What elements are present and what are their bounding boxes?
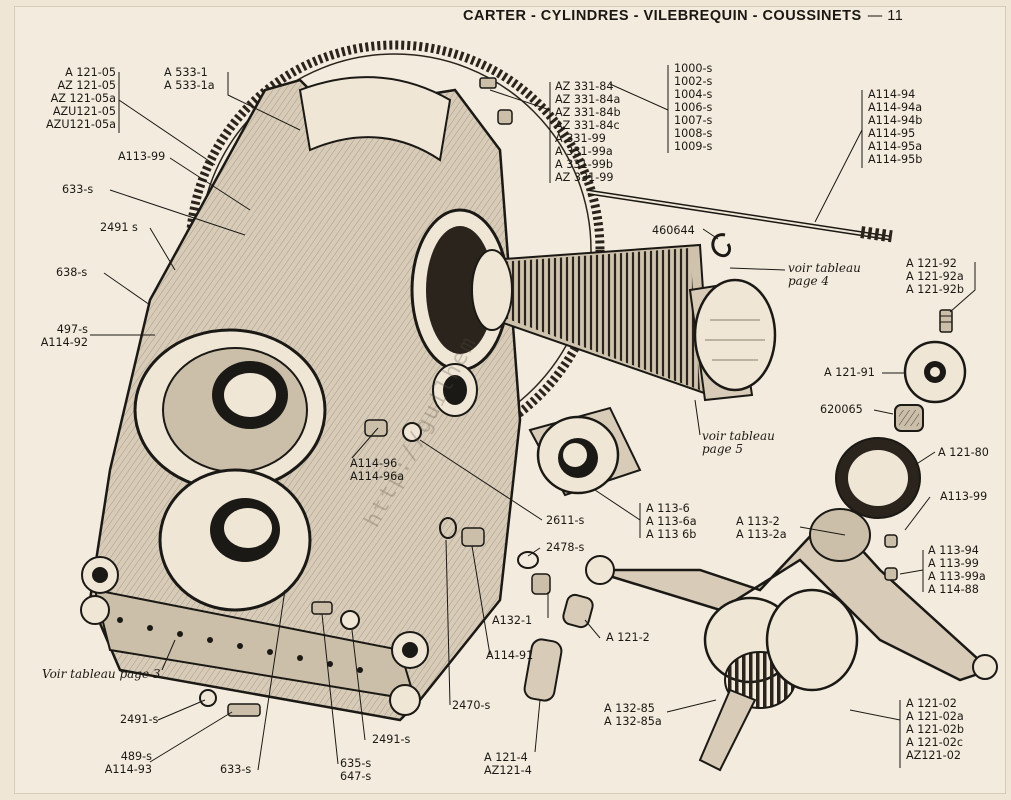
- oil-seal-a121-80: [835, 437, 921, 519]
- bearing-housing-lower: [158, 468, 312, 612]
- label-a121-80: A 121-80: [938, 446, 989, 459]
- page-number: — 11: [867, 8, 904, 24]
- label-460644: 460644: [652, 224, 695, 237]
- label-a121-2: A 121-2: [606, 631, 650, 644]
- label-2478: 2478-s: [546, 541, 585, 554]
- small-parts: [199, 77, 898, 717]
- page-header: CARTER - CYLINDRES - VILEBREQUIN - COUSS…: [463, 8, 903, 24]
- crankshaft: [585, 508, 998, 772]
- cylinder-port-ring: [410, 208, 510, 417]
- label-a113-99-top: A113-99: [118, 150, 166, 163]
- label-633-top: 633-s: [62, 183, 94, 196]
- label-620065: 620065: [820, 403, 863, 416]
- crankcase-bolt-row: [117, 617, 363, 673]
- circlip-460644: [711, 233, 732, 258]
- screw-a121-92: [939, 309, 953, 333]
- leader-lines: [90, 65, 976, 771]
- label-a132-1: A132-1: [492, 614, 533, 627]
- label-2611: 2611-s: [546, 514, 585, 527]
- cylinder: [471, 243, 712, 397]
- label-2491-top: 2491 s: [100, 221, 138, 234]
- label-2491-bottom-mid: 2491-s: [372, 733, 411, 746]
- label-voir-page-3: Voir tableau page 3: [42, 667, 161, 681]
- bush-620065: [894, 404, 924, 432]
- piston: [688, 278, 777, 402]
- label-a114-91: A114-91: [486, 649, 534, 662]
- label-2470: 2470-s: [452, 699, 491, 712]
- page-title: CARTER - CYLINDRES - VILEBREQUIN - COUSS…: [463, 8, 862, 24]
- stud-rod: [587, 189, 893, 243]
- label-633-bottom: 633-s: [220, 763, 252, 776]
- label-638: 638-s: [56, 266, 88, 279]
- bearing-housing-upper: [133, 328, 327, 492]
- crank-web-plate: [903, 340, 967, 404]
- label-a113-99-right: A113-99: [940, 490, 988, 503]
- label-a121-91: A 121-91: [824, 366, 875, 379]
- label-2491-bottom-left: 2491-s: [120, 713, 159, 726]
- bearing-flange-a113-6: [528, 406, 642, 497]
